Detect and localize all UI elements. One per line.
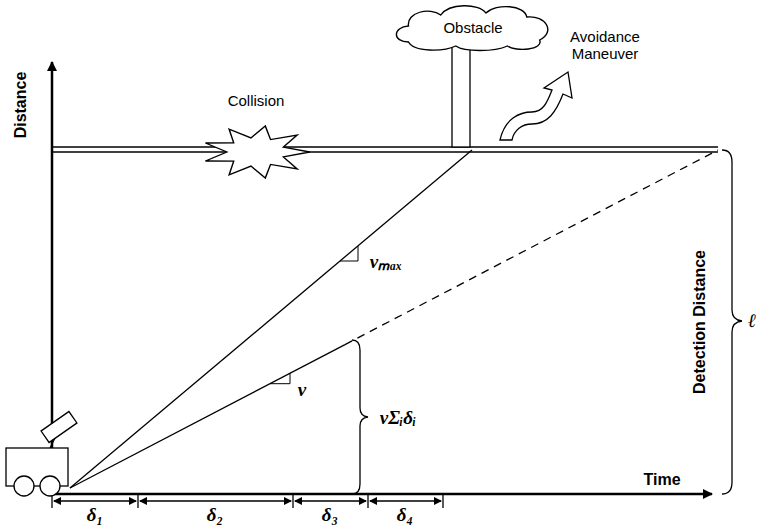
- path-line: [52, 146, 718, 147]
- v-line: [70, 345, 345, 488]
- distance-label: vΣᵢδᵢ: [380, 408, 416, 429]
- interval-label: δ₂: [207, 505, 223, 526]
- interval-label: δ₁: [87, 505, 103, 526]
- robot: [6, 412, 77, 496]
- vmax-line: [70, 150, 472, 488]
- interval-arrows: [54, 500, 441, 501]
- velocity-label: v: [298, 380, 306, 401]
- length-symbol: ℓ: [748, 311, 756, 332]
- bracket: [352, 340, 368, 494]
- interval-ticks: [52, 495, 443, 508]
- node-text: Collision: [200, 92, 312, 109]
- slope-marker: [340, 246, 358, 261]
- velocity-label: vₘₐₓ: [370, 252, 403, 273]
- maneuver-label: Avoidance Maneuver: [555, 29, 655, 62]
- time-axis: [52, 493, 712, 496]
- obstacle-stem: [452, 44, 470, 147]
- axis-title: Time: [643, 471, 680, 489]
- obstacle-cloud: Obstacle: [387, 2, 559, 52]
- path-line: [52, 151, 718, 152]
- distance-title: Detection Distance: [691, 250, 709, 394]
- node-text: Obstacle: [387, 19, 559, 36]
- v-line-dashed: [345, 150, 718, 345]
- interval-label: δ₃: [322, 505, 338, 526]
- collision-burst: Collision: [200, 92, 312, 180]
- axis-title: Distance: [12, 72, 30, 139]
- bracket: [722, 150, 742, 494]
- avoidance-arrow: [500, 72, 572, 140]
- slope-marker: [270, 373, 290, 384]
- interval-label: δ₄: [397, 505, 413, 526]
